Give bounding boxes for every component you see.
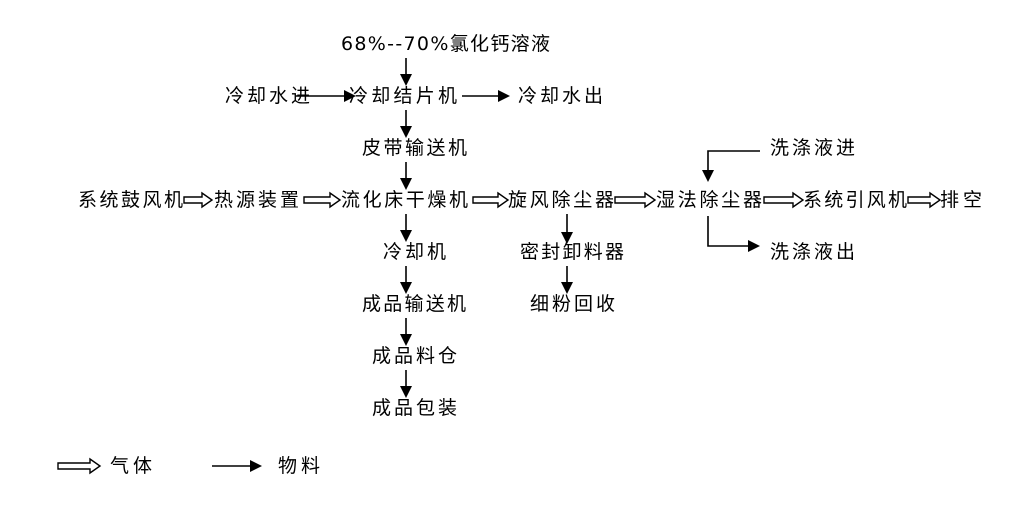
node-fluid-bed-dryer: 流化床干燥机 — [341, 189, 468, 211]
node-induced-fan: 系统引风机 — [803, 189, 907, 211]
node-cyclone: 旋风除尘器 — [508, 189, 614, 211]
node-feed: 68%--70%氯化钙溶液 — [341, 33, 550, 55]
node-cooling-water-out: 冷却水出 — [518, 85, 603, 107]
node-heat-source: 热源装置 — [214, 189, 299, 211]
legend-gas-arrow-icon — [57, 457, 102, 475]
node-cooler: 冷却机 — [383, 241, 446, 263]
node-wash-in: 洗涤液进 — [770, 137, 855, 159]
node-wash-out: 洗涤液出 — [770, 241, 855, 263]
node-exhaust: 排空 — [940, 189, 982, 211]
node-blower: 系统鼓风机 — [78, 189, 183, 211]
gas-arrows — [183, 191, 942, 209]
legend-gas-label: 气体 — [110, 455, 152, 477]
legend-material-label: 物料 — [278, 455, 320, 477]
node-fines-recovery: 细粉回收 — [530, 293, 615, 315]
node-wet-scrubber: 湿法除尘器 — [656, 189, 762, 211]
node-product-bin: 成品料仓 — [372, 345, 457, 367]
legend: 气体 物料 — [57, 455, 320, 477]
node-packaging: 成品包装 — [372, 397, 457, 419]
node-belt-conveyor: 皮带输送机 — [362, 137, 467, 159]
node-product-conveyor: 成品输送机 — [362, 293, 466, 315]
node-rotary-valve: 密封卸料器 — [520, 241, 624, 263]
material-arrows — [296, 58, 760, 398]
node-flaker: 冷却结片机 — [349, 85, 457, 107]
